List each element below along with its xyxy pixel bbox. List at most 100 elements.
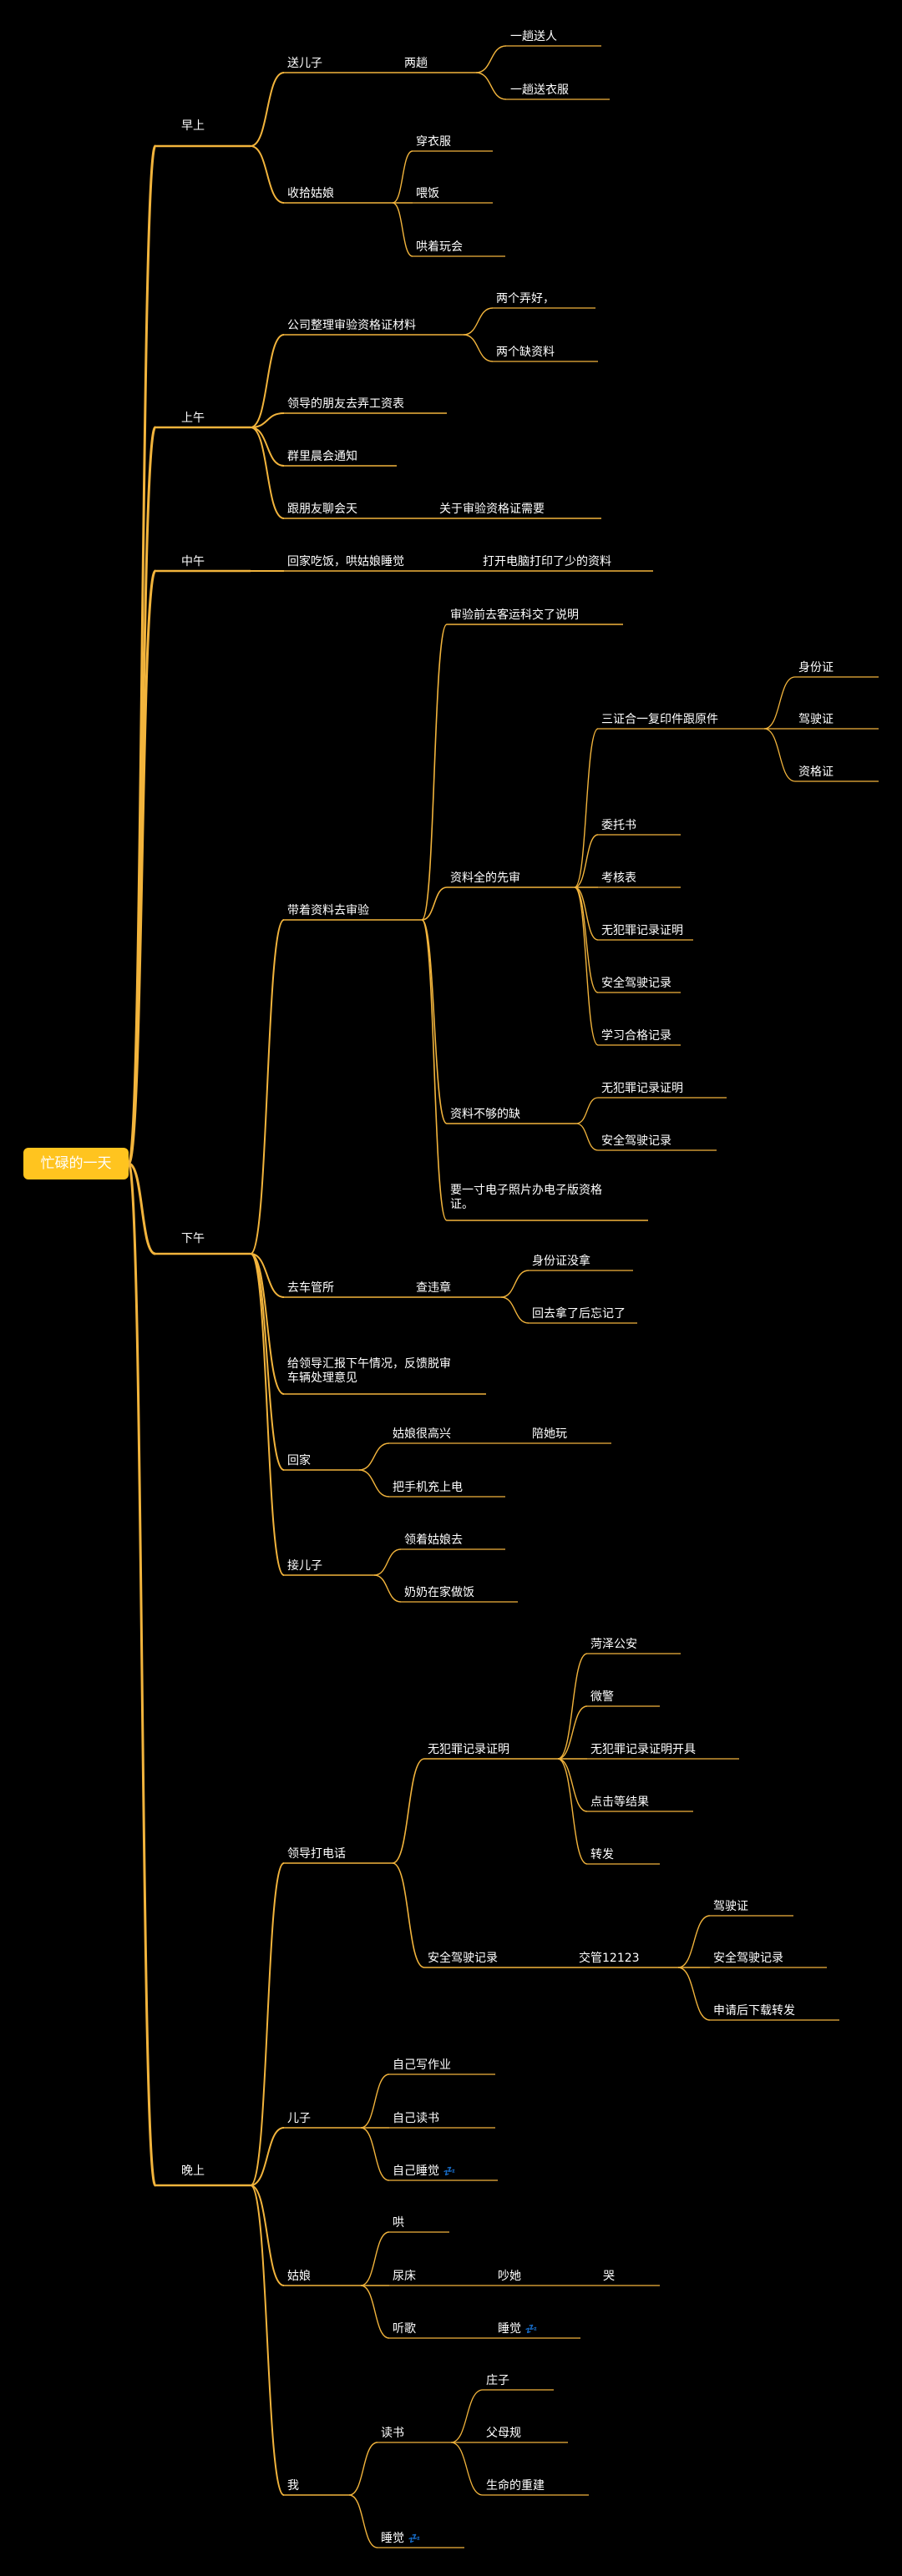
node-two-trips[interactable]: 两趟 [404,57,428,70]
node-12123[interactable]: 交管12123 [579,1952,640,1965]
node-life-rebuild[interactable]: 生命的重建 [486,2479,545,2493]
edge-curve [360,2231,390,2286]
node-driver-license[interactable]: 驾驶证 [798,713,834,726]
node-no-crime-2[interactable]: 无犯罪记录证明 [601,1082,683,1095]
edge-curve [250,1253,285,1298]
node-zhuangzi[interactable]: 庄子 [486,2374,509,2387]
edge-curve [360,2127,390,2181]
node-two-missing[interactable]: 两个缺资料 [496,346,555,359]
edge-curve [574,834,599,888]
node-proxy[interactable]: 委托书 [601,819,636,832]
node-go-home[interactable]: 回家 [287,1454,311,1467]
edge-curve [421,624,448,921]
node-about-review[interactable]: 关于审验资格证需要 [439,503,545,516]
node-leader-friend[interactable]: 领导的朋友去弄工资表 [287,397,404,411]
node-grandma[interactable]: 奶奶在家做饭 [404,1586,474,1599]
node-heze[interactable]: 菏泽公安 [590,1638,637,1651]
node-safe-driving[interactable]: 安全驾驶记录 [601,977,671,990]
node-wet-bed[interactable]: 尿床 [393,2270,416,2283]
node-homework[interactable]: 自己写作业 [393,2058,451,2072]
node-id-card[interactable]: 身份证 [798,661,834,674]
node-wait[interactable]: 点击等结果 [590,1796,649,1809]
node-violation[interactable]: 查违章 [416,1281,451,1295]
node-report[interactable]: 给领导汇报下午情况，反馈脱审车辆处理意见 [287,1357,451,1385]
node-charge[interactable]: 把手机充上电 [393,1481,463,1494]
node-evening[interactable]: 晚上 [181,2164,205,2178]
node-safe-driving-4[interactable]: 安全驾驶记录 [713,1952,783,1965]
node-explain[interactable]: 审验前去客运科交了说明 [450,609,579,622]
edge-curve [557,1758,588,1812]
node-leader-call[interactable]: 领导打电话 [287,1847,346,1861]
edge-curve [127,144,157,1165]
node-feed[interactable]: 喂饭 [416,187,439,200]
node-lunch[interactable]: 回家吃饭，哄姑娘睡觉 [287,555,404,568]
edge-curve [250,1253,285,1395]
node-assessment[interactable]: 考核表 [601,871,636,885]
node-afternoon[interactable]: 下午 [181,1232,205,1245]
edge-curve [250,427,285,467]
node-forenoon[interactable]: 上午 [181,412,205,425]
node-incomplete[interactable]: 资料不够的缺 [450,1108,520,1121]
node-no-crime-3[interactable]: 无犯罪记录证明 [428,1743,509,1756]
edge-curve [557,1758,588,1865]
node-happy[interactable]: 姑娘很高兴 [393,1427,451,1441]
node-morning[interactable]: 早上 [181,119,205,133]
node-daughter[interactable]: 姑娘 [287,2270,311,2283]
node-take-daughter[interactable]: 领着姑娘去 [404,1533,463,1547]
node-play-her[interactable]: 陪她玩 [532,1427,567,1441]
node-forward[interactable]: 转发 [590,1848,614,1861]
edge-curve [475,72,507,100]
node-vehicle-office[interactable]: 去车管所 [287,1281,334,1295]
node-my-sleep[interactable]: 睡觉 💤 [381,2532,421,2545]
node-forgot-again[interactable]: 回去拿了后忘记了 [532,1307,626,1321]
node-weijing[interactable]: 微警 [590,1690,614,1704]
node-safe-driving-2[interactable]: 安全驾驶记录 [601,1134,671,1148]
node-coax[interactable]: 哄 [393,2216,404,2230]
node-son[interactable]: 儿子 [287,2112,311,2125]
edge-curve [250,1253,285,1576]
node-reading[interactable]: 读书 [381,2427,404,2440]
edge-curve [128,1162,156,1255]
node-forgot-id[interactable]: 身份证没拿 [532,1255,590,1268]
node-listen-song[interactable]: 听歌 [393,2322,416,2336]
node-group-notice[interactable]: 群里晨会通知 [287,450,357,463]
edge-curve [250,2185,285,2496]
node-e-photo[interactable]: 要一寸电子照片办电子版资格证。 [450,1184,602,1211]
node-sleep-self[interactable]: 自己睡觉 💤 [393,2164,456,2178]
edge-curve [358,1442,390,1471]
node-me[interactable]: 我 [287,2479,299,2493]
node-safe-driving-3[interactable]: 安全驾驶记录 [428,1952,498,1965]
node-complete-first[interactable]: 资料全的先审 [450,871,520,885]
node-three-in-one[interactable]: 三证合一复印件跟原件 [601,713,718,726]
edge-curve [463,334,494,362]
root-node[interactable]: 忙碌的一天 [23,1148,129,1179]
node-download[interactable]: 申请后下载转发 [713,2004,795,2018]
node-two-done[interactable]: 两个弄好， [496,292,555,306]
node-send-person[interactable]: 一趟送人 [510,30,557,43]
node-driver-license-2[interactable]: 驾驶证 [713,1900,748,1913]
node-noon[interactable]: 中午 [181,555,205,568]
node-go-review[interactable]: 带着资料去审验 [287,904,369,917]
node-chat-friend[interactable]: 跟朋友聊会天 [287,503,357,516]
node-print[interactable]: 打开电脑打印了少的资料 [483,555,611,568]
node-dress[interactable]: 穿衣服 [416,135,451,149]
node-daughter-sleep[interactable]: 睡觉 💤 [498,2322,538,2336]
node-company-materials[interactable]: 公司整理审验资格证材料 [287,319,416,332]
node-issue[interactable]: 无犯罪记录证明开具 [590,1743,696,1756]
node-study-record[interactable]: 学习合格记录 [601,1029,671,1043]
node-send-clothes[interactable]: 一趟送衣服 [510,83,569,97]
edge-curve [250,2127,285,2186]
node-wake-her[interactable]: 吵她 [498,2270,521,2283]
node-pick-son[interactable]: 接儿子 [287,1559,322,1573]
node-qualification[interactable]: 资格证 [798,765,834,779]
node-parents-rules[interactable]: 父母规 [486,2427,521,2440]
edge-curve [500,1270,530,1298]
edge-curve [373,1574,402,1603]
node-tidy-daughter[interactable]: 收拾姑娘 [287,187,334,200]
node-cry[interactable]: 哭 [603,2270,615,2283]
node-no-crime[interactable]: 无犯罪记录证明 [601,924,683,937]
node-send-son[interactable]: 送儿子 [287,57,322,70]
node-read-self[interactable]: 自己读书 [393,2112,439,2125]
node-play[interactable]: 哄着玩会 [416,240,463,254]
